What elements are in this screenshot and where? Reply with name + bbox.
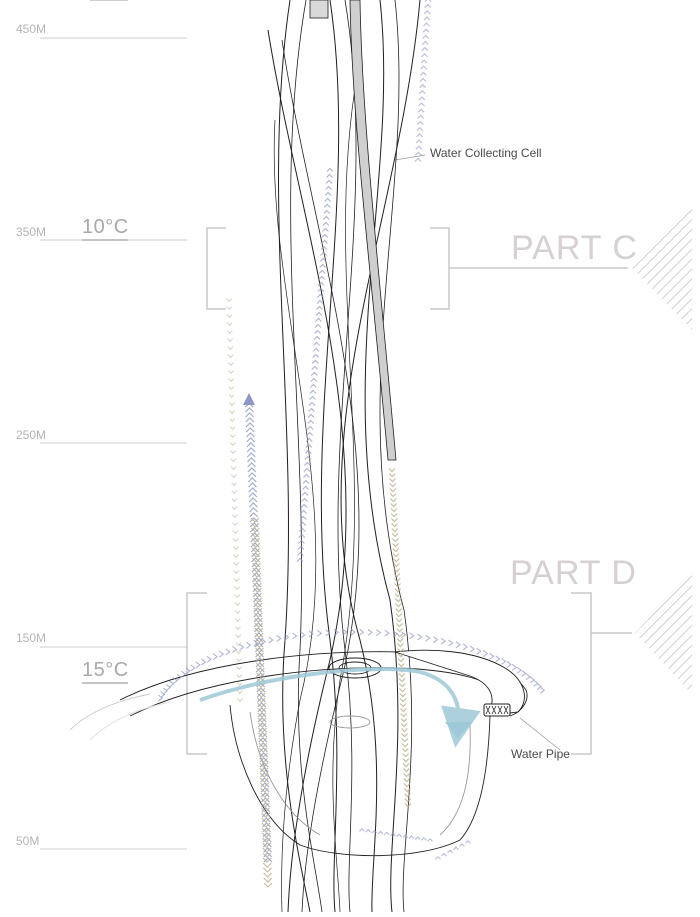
flow-chevrons: [435, 839, 471, 860]
altitude-label-250: 250M: [16, 428, 47, 442]
altitude-label-150: 150M: [16, 631, 47, 645]
temperature-label-lower: 15°C: [82, 659, 129, 681]
part-d-hatch: [635, 573, 692, 694]
tube-strand: [337, 0, 357, 913]
altitude-label-450: 450M: [16, 22, 47, 36]
altitude-label-50: 50M: [16, 834, 40, 848]
pipe-cap: [483, 703, 511, 717]
altitude-scale: [40, 0, 187, 850]
tube-strand: [320, 0, 340, 913]
tube-strand: [290, 0, 323, 913]
airflow-arrows: [157, 0, 546, 888]
tube-strand: [273, 119, 317, 913]
water-pipe-label: Water Pipe: [511, 747, 570, 761]
temperature-label-upper: 10°C: [82, 216, 129, 238]
flow-arrow-head: [243, 393, 255, 405]
tube-strand: [379, 0, 413, 913]
part-c-title: PART C: [511, 229, 638, 267]
flow-chevrons: [296, 167, 334, 562]
tube-strand: [364, 0, 399, 913]
flow-chevrons: [414, 0, 432, 162]
part-d-bracket: [186, 592, 632, 755]
part-c-hatch: [632, 207, 692, 330]
tower-tubes: [267, 0, 421, 913]
flow-chevrons: [359, 827, 433, 842]
flow-chevrons: [250, 517, 273, 888]
tube-strand: [267, 29, 347, 913]
tube-strand: [340, 0, 421, 913]
altitude-label-350: 350M: [16, 225, 47, 239]
circulation-arrow: [199, 667, 481, 748]
dome-flow-chevrons: [157, 628, 546, 702]
water-collecting-cell-label: Water Collecting Cell: [430, 146, 542, 160]
flow-chevrons: [244, 397, 273, 863]
tube-strand: [332, 59, 361, 913]
tube-strand: [278, 0, 311, 913]
flow-chevrons: [388, 468, 412, 808]
part-d-title: PART D: [510, 554, 637, 592]
water-collecting-cell: [349, 0, 397, 461]
flow-chevrons: [226, 298, 243, 703]
tube-strand: [281, 39, 360, 913]
part-c-bracket: [206, 227, 628, 310]
